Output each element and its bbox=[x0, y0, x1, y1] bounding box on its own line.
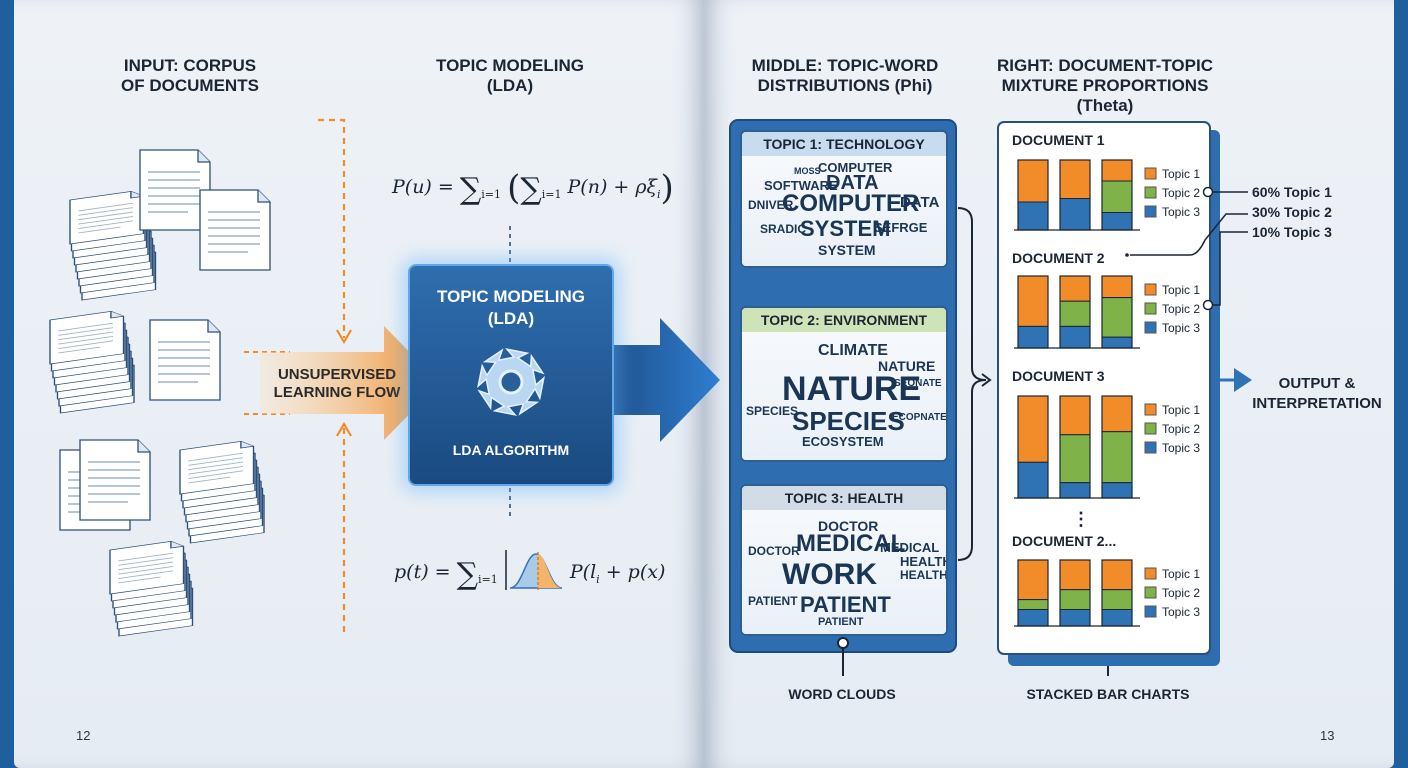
equation-bottom: p(t) = ∑i=1 P(li + p(x) bbox=[394, 548, 665, 592]
document-sheet bbox=[79, 439, 151, 521]
cloud-word: MEDICAL bbox=[796, 530, 906, 557]
cloud-word: DATA bbox=[900, 194, 940, 211]
word-clouds-label: WORD CLOUDS bbox=[788, 686, 896, 702]
cloud-word: SYSTEM bbox=[818, 242, 876, 258]
topic-title: TOPIC 1: TECHNOLOGY bbox=[742, 132, 946, 156]
page-number-left: 12 bbox=[76, 728, 91, 743]
document-sheet bbox=[199, 189, 271, 271]
cloud-word: ECOSYSTEM bbox=[802, 434, 884, 449]
unsupervised-flow-label: UNSUPERVISED LEARNING FLOW bbox=[273, 366, 401, 401]
cloud-word: ECOPNATE bbox=[892, 412, 947, 423]
topic-card-technology: TOPIC 1: TECHNOLOGY MOSS COMPUTER SOFTWA… bbox=[740, 130, 948, 268]
cloud-word: SEONATE bbox=[894, 378, 942, 389]
cloud-word: DNIVER bbox=[748, 198, 794, 212]
lda-algorithm-label: LDA ALGORITHM bbox=[452, 442, 570, 458]
header-lda: TOPIC MODELING (LDA) bbox=[436, 56, 584, 95]
topic-card-health: TOPIC 3: HEALTH DOCTOR DOCTOR MEDICAL ME… bbox=[740, 484, 948, 636]
cloud-word: DATA bbox=[826, 172, 879, 194]
cloud-word: SRADIC bbox=[760, 222, 807, 236]
topic-title: TOPIC 2: ENVIRONMENT bbox=[742, 308, 946, 332]
cloud-word: DOCTOR bbox=[748, 544, 800, 558]
cloud-word: SOFTWARE bbox=[764, 178, 838, 193]
gear-icon bbox=[477, 348, 545, 416]
stacked-bar-charts-label: STACKED BAR CHARTS bbox=[1026, 686, 1190, 702]
cloud-word: PATIENT bbox=[748, 594, 798, 608]
cloud-word: PATIENT bbox=[818, 616, 864, 628]
word-cloud-technology: MOSS COMPUTER SOFTWARE DATA DNIVER COMPU… bbox=[742, 156, 946, 266]
cloud-word: MEDICAL bbox=[880, 540, 940, 555]
topic-card-environment: TOPIC 2: ENVIRONMENT CLIMATE NATURE NATU… bbox=[740, 306, 948, 462]
page-number-right: 13 bbox=[1320, 728, 1335, 743]
cloud-word: SYSTEM bbox=[800, 216, 891, 241]
topic-title: TOPIC 3: HEALTH bbox=[742, 486, 946, 510]
annotation-topic2: 30% Topic 2 bbox=[1252, 204, 1332, 220]
cloud-word: HEALTH bbox=[900, 568, 948, 582]
cloud-word: SPECIES bbox=[792, 406, 905, 436]
header-middle: MIDDLE: TOPIC-WORD DISTRIBUTIONS (Phi) bbox=[751, 56, 939, 95]
lda-box: TOPIC MODELING (LDA) LDA ALGORITHM bbox=[408, 264, 614, 486]
header-input: INPUT: CORPUS OF DOCUMENTS bbox=[121, 56, 259, 95]
header-right: RIGHT: DOCUMENT-TOPIC MIXTURE PROPORTION… bbox=[997, 56, 1213, 115]
cloud-word: CLIMATE bbox=[818, 342, 888, 359]
word-cloud-environment: CLIMATE NATURE NATURE SPECIES SPECIES EC… bbox=[742, 332, 946, 460]
cloud-word: SEFRGE bbox=[874, 220, 928, 235]
annotation-topic3: 10% Topic 3 bbox=[1252, 224, 1332, 240]
lda-box-title: TOPIC MODELING (LDA) bbox=[437, 287, 585, 328]
cloud-word: MOSS bbox=[794, 166, 821, 176]
cloud-word: NATURE bbox=[782, 370, 922, 408]
cloud-word: WORK bbox=[782, 558, 877, 591]
annotation-topic1: 60% Topic 1 bbox=[1252, 184, 1332, 200]
cloud-word: PATIENT bbox=[800, 592, 891, 617]
word-cloud-health: DOCTOR DOCTOR MEDICAL MEDICAL WORK HEALT… bbox=[742, 510, 946, 634]
cloud-word: DOCTOR bbox=[818, 518, 879, 534]
output-interpretation-label: OUTPUT & INTERPRETATION bbox=[1252, 375, 1382, 412]
distribution-curve-icon bbox=[505, 550, 563, 590]
cloud-word: HEALTH bbox=[900, 554, 948, 569]
equation-top: P(u) = ∑i=1 (∑i=1 P(n) + ρξi) bbox=[392, 168, 674, 208]
document-sheet bbox=[149, 319, 221, 401]
cloud-word: COMPUTER bbox=[818, 160, 893, 175]
cloud-word: COMPUTER bbox=[782, 190, 920, 217]
cloud-word: NATURE bbox=[878, 358, 936, 374]
cloud-word: SPECIES bbox=[746, 404, 799, 418]
